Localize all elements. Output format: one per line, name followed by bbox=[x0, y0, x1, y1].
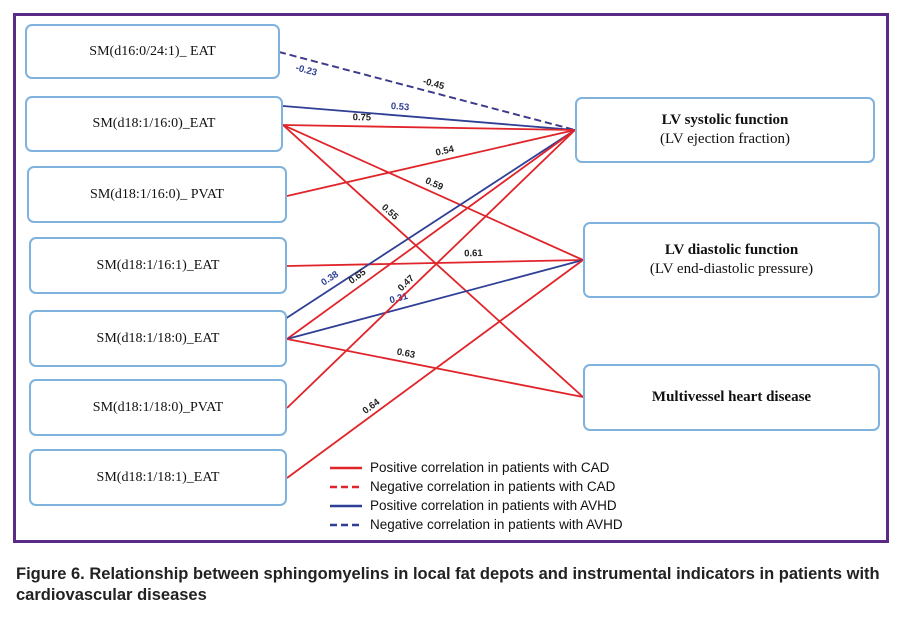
link-s2-t1-pos-avhd bbox=[282, 105, 576, 131]
target-box-lv-systolic: LV systolic function (LV ejection fracti… bbox=[575, 97, 875, 163]
target-box-multivessel: Multivessel heart disease bbox=[583, 364, 880, 431]
legend-label-pos-avhd: Positive correlation in patients with AV… bbox=[370, 498, 617, 513]
source-box-5: SM(d18:1/18:0)_EAT bbox=[29, 310, 287, 367]
target-title-multivessel: Multivessel heart disease bbox=[651, 389, 812, 406]
link-label-s2-t3-pos-cad: 0.55 bbox=[379, 202, 401, 223]
link-label-s2-t1-pos-avhd: 0.53 bbox=[390, 101, 409, 113]
source-box-1: SM(d16:0/24:1)_ EAT bbox=[25, 24, 280, 79]
figure-caption: Figure 6. Relationship between sphingomy… bbox=[16, 565, 880, 604]
link-label-s2-t1-pos-cad: 0.75 bbox=[353, 112, 372, 123]
legend-label-neg-avhd: Negative correlation in patients with AV… bbox=[370, 517, 623, 532]
link-s2-t2-pos-cad bbox=[282, 124, 584, 261]
legend-item-pos-avhd: Positive correlation in patients with AV… bbox=[330, 496, 623, 515]
link-s4-t2-pos-cad bbox=[286, 259, 584, 267]
link-s1-t1-neg-avhd bbox=[278, 51, 576, 131]
legend-swatch-pos-cad bbox=[330, 466, 362, 469]
source-label-5: SM(d18:1/18:0)_EAT bbox=[96, 330, 220, 346]
target-subtitle-lv-systolic: (LV ejection fraction) bbox=[660, 131, 790, 147]
link-s5-t1-pos-cad bbox=[286, 129, 576, 340]
legend-swatch-neg-avhd bbox=[330, 523, 362, 526]
source-box-6: SM(d18:1/18:0)_PVAT bbox=[29, 379, 287, 436]
source-box-2: SM(d18:1/16:0)_EAT bbox=[25, 96, 283, 152]
link-s7-t2-pos-cad bbox=[286, 259, 584, 479]
figure-frame bbox=[13, 13, 889, 543]
legend-item-neg-cad: Negative correlation in patients with CA… bbox=[330, 477, 623, 496]
link-s5-t1-pos-avhd bbox=[284, 129, 576, 320]
link-s2-t1-pos-cad bbox=[282, 124, 576, 131]
legend-swatch-neg-cad bbox=[330, 485, 362, 488]
source-label-3: SM(d18:1/16:0)_ PVAT bbox=[90, 186, 224, 202]
link-label-s1-t1-neg-cad: -0.45 bbox=[422, 76, 446, 92]
legend-label-pos-cad: Positive correlation in patients with CA… bbox=[370, 460, 610, 475]
legend: Positive correlation in patients with CA… bbox=[330, 458, 623, 534]
link-label-s5-t3-pos-cad: 0.63 bbox=[396, 347, 416, 361]
source-label-7: SM(d18:1/18:1)_EAT bbox=[96, 469, 220, 485]
source-label-6: SM(d18:1/18:0)_PVAT bbox=[92, 399, 224, 415]
source-label-1: SM(d16:0/24:1)_ EAT bbox=[89, 43, 216, 59]
link-label-s7-t2-pos-cad: 0.64 bbox=[361, 396, 383, 416]
link-s2-t3-pos-cad bbox=[282, 124, 584, 398]
link-label-s1-t1-neg-avhd: -0.23 bbox=[294, 63, 318, 79]
link-s6-t1-pos-cad bbox=[286, 129, 576, 409]
link-label-s3-t1-pos-cad: 0.54 bbox=[435, 144, 456, 159]
source-box-4: SM(d18:1/16:1)_EAT bbox=[29, 237, 287, 294]
source-box-7: SM(d18:1/18:1)_EAT bbox=[29, 449, 287, 506]
target-title-lv-diastolic: LV diastolic function bbox=[664, 242, 799, 259]
legend-item-neg-avhd: Negative correlation in patients with AV… bbox=[330, 515, 623, 534]
link-label-s4-t2-pos-cad: 0.61 bbox=[464, 248, 483, 259]
legend-swatch-pos-avhd bbox=[330, 504, 362, 507]
link-s5-t2-pos-avhd bbox=[286, 259, 584, 340]
legend-item-pos-cad: Positive correlation in patients with CA… bbox=[330, 458, 623, 477]
source-label-4: SM(d18:1/16:1)_EAT bbox=[96, 257, 220, 273]
link-label-s6-t1-pos-cad: 0.47 bbox=[396, 273, 417, 294]
target-subtitle-lv-diastolic: (LV end-diastolic pressure) bbox=[649, 261, 814, 277]
source-box-3: SM(d18:1/16:0)_ PVAT bbox=[27, 166, 287, 223]
target-title-lv-systolic: LV systolic function bbox=[661, 112, 789, 129]
source-label-2: SM(d18:1/16:0)_EAT bbox=[92, 116, 216, 132]
link-label-s5-t1-pos-cad: 0.65 bbox=[347, 266, 369, 286]
link-s3-t1-pos-cad bbox=[286, 129, 576, 197]
target-box-lv-diastolic: LV diastolic function (LV end-diastolic … bbox=[583, 222, 880, 298]
legend-label-neg-cad: Negative correlation in patients with CA… bbox=[370, 479, 616, 494]
